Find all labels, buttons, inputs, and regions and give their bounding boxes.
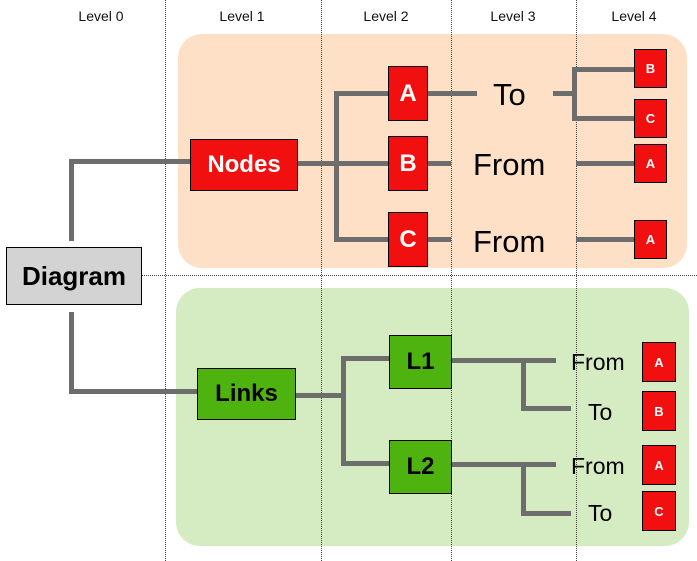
connector: [521, 406, 571, 411]
link-l2: L2: [389, 440, 452, 494]
link-target-a: A: [642, 342, 676, 382]
level-divider: [165, 0, 166, 561]
connector: [428, 91, 477, 96]
connector: [341, 356, 346, 466]
connector: [69, 312, 74, 394]
level-0-label: Level 0: [78, 8, 124, 24]
link-relation-to: To: [588, 399, 613, 425]
connector: [553, 91, 576, 96]
link-relation-from: From: [571, 453, 625, 479]
connector: [428, 161, 451, 166]
connector: [452, 462, 556, 467]
connector: [521, 358, 526, 411]
connector: [572, 116, 634, 121]
relation-to: To: [493, 77, 526, 112]
level-1-label: Level 1: [219, 8, 265, 24]
target-node-c: C: [634, 99, 667, 138]
diagram-root-node: Diagram: [6, 247, 142, 305]
connector: [341, 461, 389, 466]
link-target-c: C: [642, 491, 676, 531]
connector: [576, 237, 634, 242]
connector: [452, 358, 556, 363]
level-divider: [576, 0, 577, 561]
connector: [298, 161, 388, 166]
link-target-a: A: [642, 445, 676, 485]
relation-from: From: [473, 224, 546, 259]
connector: [334, 91, 388, 96]
links-node: Links: [197, 368, 296, 420]
target-node-b: B: [634, 49, 667, 88]
connector: [521, 462, 526, 516]
node-a: A: [388, 66, 428, 121]
connector: [576, 161, 634, 166]
connector: [572, 67, 577, 121]
level-4-label: Level 4: [611, 8, 657, 24]
target-node-a: A: [634, 144, 667, 183]
connector: [428, 237, 451, 242]
target-node-a: A: [634, 220, 667, 259]
level-divider: [321, 0, 322, 561]
link-l1: L1: [389, 335, 452, 389]
node-c: C: [388, 212, 428, 267]
connector: [296, 393, 344, 398]
connector: [341, 356, 389, 361]
link-relation-from: From: [571, 349, 625, 375]
connector: [572, 67, 634, 72]
level-2-label: Level 2: [363, 8, 409, 24]
connector: [69, 159, 74, 241]
section-divider: [140, 275, 697, 276]
nodes-node: Nodes: [190, 139, 298, 191]
connector: [69, 159, 190, 164]
link-relation-to: To: [588, 500, 613, 526]
connector: [69, 389, 197, 394]
level-3-label: Level 3: [490, 8, 536, 24]
connector: [334, 237, 388, 242]
node-b: B: [388, 136, 428, 191]
link-target-b: B: [642, 391, 676, 431]
connector: [334, 91, 339, 242]
level-divider: [451, 0, 452, 561]
connector: [521, 511, 571, 516]
relation-from: From: [473, 147, 546, 182]
